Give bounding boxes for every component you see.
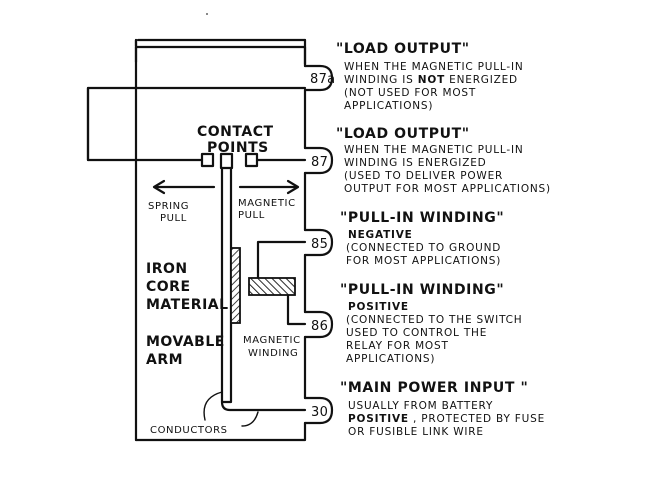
desc-86-line3: USED TO CONTROL THE bbox=[346, 327, 487, 339]
contact-points-label-2: POINTS bbox=[207, 140, 269, 156]
desc-86-line1: POSITIVE bbox=[348, 301, 409, 313]
magnetic-pull-label-1: MAGNETIC bbox=[238, 198, 296, 209]
desc-87-line3: (USED TO DELIVER POWER bbox=[344, 170, 503, 182]
desc-87-line4: OUTPUT FOR MOST APPLICATIONS) bbox=[344, 183, 551, 195]
desc-87a-line2: WINDING IS NOT ENERGIZED bbox=[344, 74, 518, 86]
desc-87a-title: "LOAD OUTPUT" bbox=[336, 41, 470, 57]
desc-30-line1: USUALLY FROM BATTERY bbox=[348, 400, 493, 412]
desc-30-line2: POSITIVE , PROTECTED BY FUSE bbox=[348, 413, 545, 425]
terminal-86-label: 86 bbox=[311, 319, 328, 334]
desc-85-line2: (CONNECTED TO GROUND bbox=[346, 242, 501, 254]
terminal-85: 85 bbox=[303, 228, 334, 257]
desc-86-line2: (CONNECTED TO THE SWITCH bbox=[346, 314, 523, 326]
contact-87a bbox=[200, 152, 215, 168]
terminal-30-label: 30 bbox=[311, 405, 328, 420]
desc-85-line1: NEGATIVE bbox=[348, 229, 413, 241]
conductors-pointer bbox=[203, 391, 259, 427]
conductor-30 bbox=[220, 400, 307, 412]
winding-wire-86 bbox=[286, 293, 307, 326]
terminal-86: 86 bbox=[303, 310, 334, 339]
desc-87-title: "LOAD OUTPUT" bbox=[336, 126, 470, 142]
desc-87-line2: WINDING IS ENERGIZED bbox=[344, 157, 487, 169]
desc-87a-line4: APPLICATIONS) bbox=[344, 100, 433, 112]
desc-86-line5: APPLICATIONS) bbox=[346, 353, 435, 365]
terminal-87-label: 87 bbox=[311, 155, 328, 170]
contact-common bbox=[219, 152, 234, 170]
iron-core bbox=[230, 247, 241, 324]
speck bbox=[206, 13, 208, 15]
desc-85-title: "PULL-IN WINDING" bbox=[340, 210, 504, 226]
desc-85-line3: FOR MOST APPLICATIONS) bbox=[346, 255, 501, 267]
desc-86-title: "PULL-IN WINDING" bbox=[340, 282, 504, 298]
relay-right-wall bbox=[134, 38, 307, 442]
movable-arm bbox=[220, 166, 233, 404]
movable-arm-label-1: MOVABLE bbox=[146, 334, 225, 350]
iron-core-label-1: IRON bbox=[146, 261, 188, 277]
magnetic-winding-label-1: MAGNETIC bbox=[243, 335, 301, 346]
relay-housing bbox=[134, 45, 307, 66]
desc-30-line3: OR FUSIBLE LINK WIRE bbox=[348, 426, 484, 438]
magnetic-pull-arrow bbox=[238, 179, 300, 195]
contact-points-label-1: CONTACT bbox=[197, 124, 274, 140]
spring-pull-label-2: PULL bbox=[160, 213, 187, 224]
contact-87 bbox=[244, 152, 259, 168]
spring-pull-arrow bbox=[152, 179, 216, 195]
magnetic-pull-label-2: PULL bbox=[238, 210, 265, 221]
iron-core-label-3: MATERIAL bbox=[146, 297, 229, 313]
conductors-label: CONDUCTORS bbox=[150, 425, 228, 436]
desc-86-line4: RELAY FOR MOST bbox=[346, 340, 449, 352]
desc-87-line1: WHEN THE MAGNETIC PULL-IN bbox=[344, 144, 524, 156]
iron-core-label-2: CORE bbox=[146, 279, 191, 295]
terminal-87: 87 bbox=[303, 146, 334, 175]
desc-87a-line3: (NOT USED FOR MOST bbox=[344, 87, 476, 99]
terminal-85-label: 85 bbox=[311, 237, 328, 252]
winding-wire-85 bbox=[256, 240, 307, 280]
movable-arm-label-2: ARM bbox=[146, 352, 183, 368]
desc-87a-line1: WHEN THE MAGNETIC PULL-IN bbox=[344, 61, 524, 73]
terminal-30: 30 bbox=[303, 396, 334, 425]
desc-30-title: "MAIN POWER INPUT " bbox=[340, 380, 528, 396]
magnetic-winding-label-2: WINDING bbox=[248, 348, 298, 359]
magnetic-winding-coil bbox=[248, 277, 296, 296]
spring-pull-label-1: SPRING bbox=[148, 201, 189, 212]
terminal-87a-label: 87a bbox=[310, 72, 335, 87]
terminal-87a: 87a bbox=[303, 64, 335, 92]
